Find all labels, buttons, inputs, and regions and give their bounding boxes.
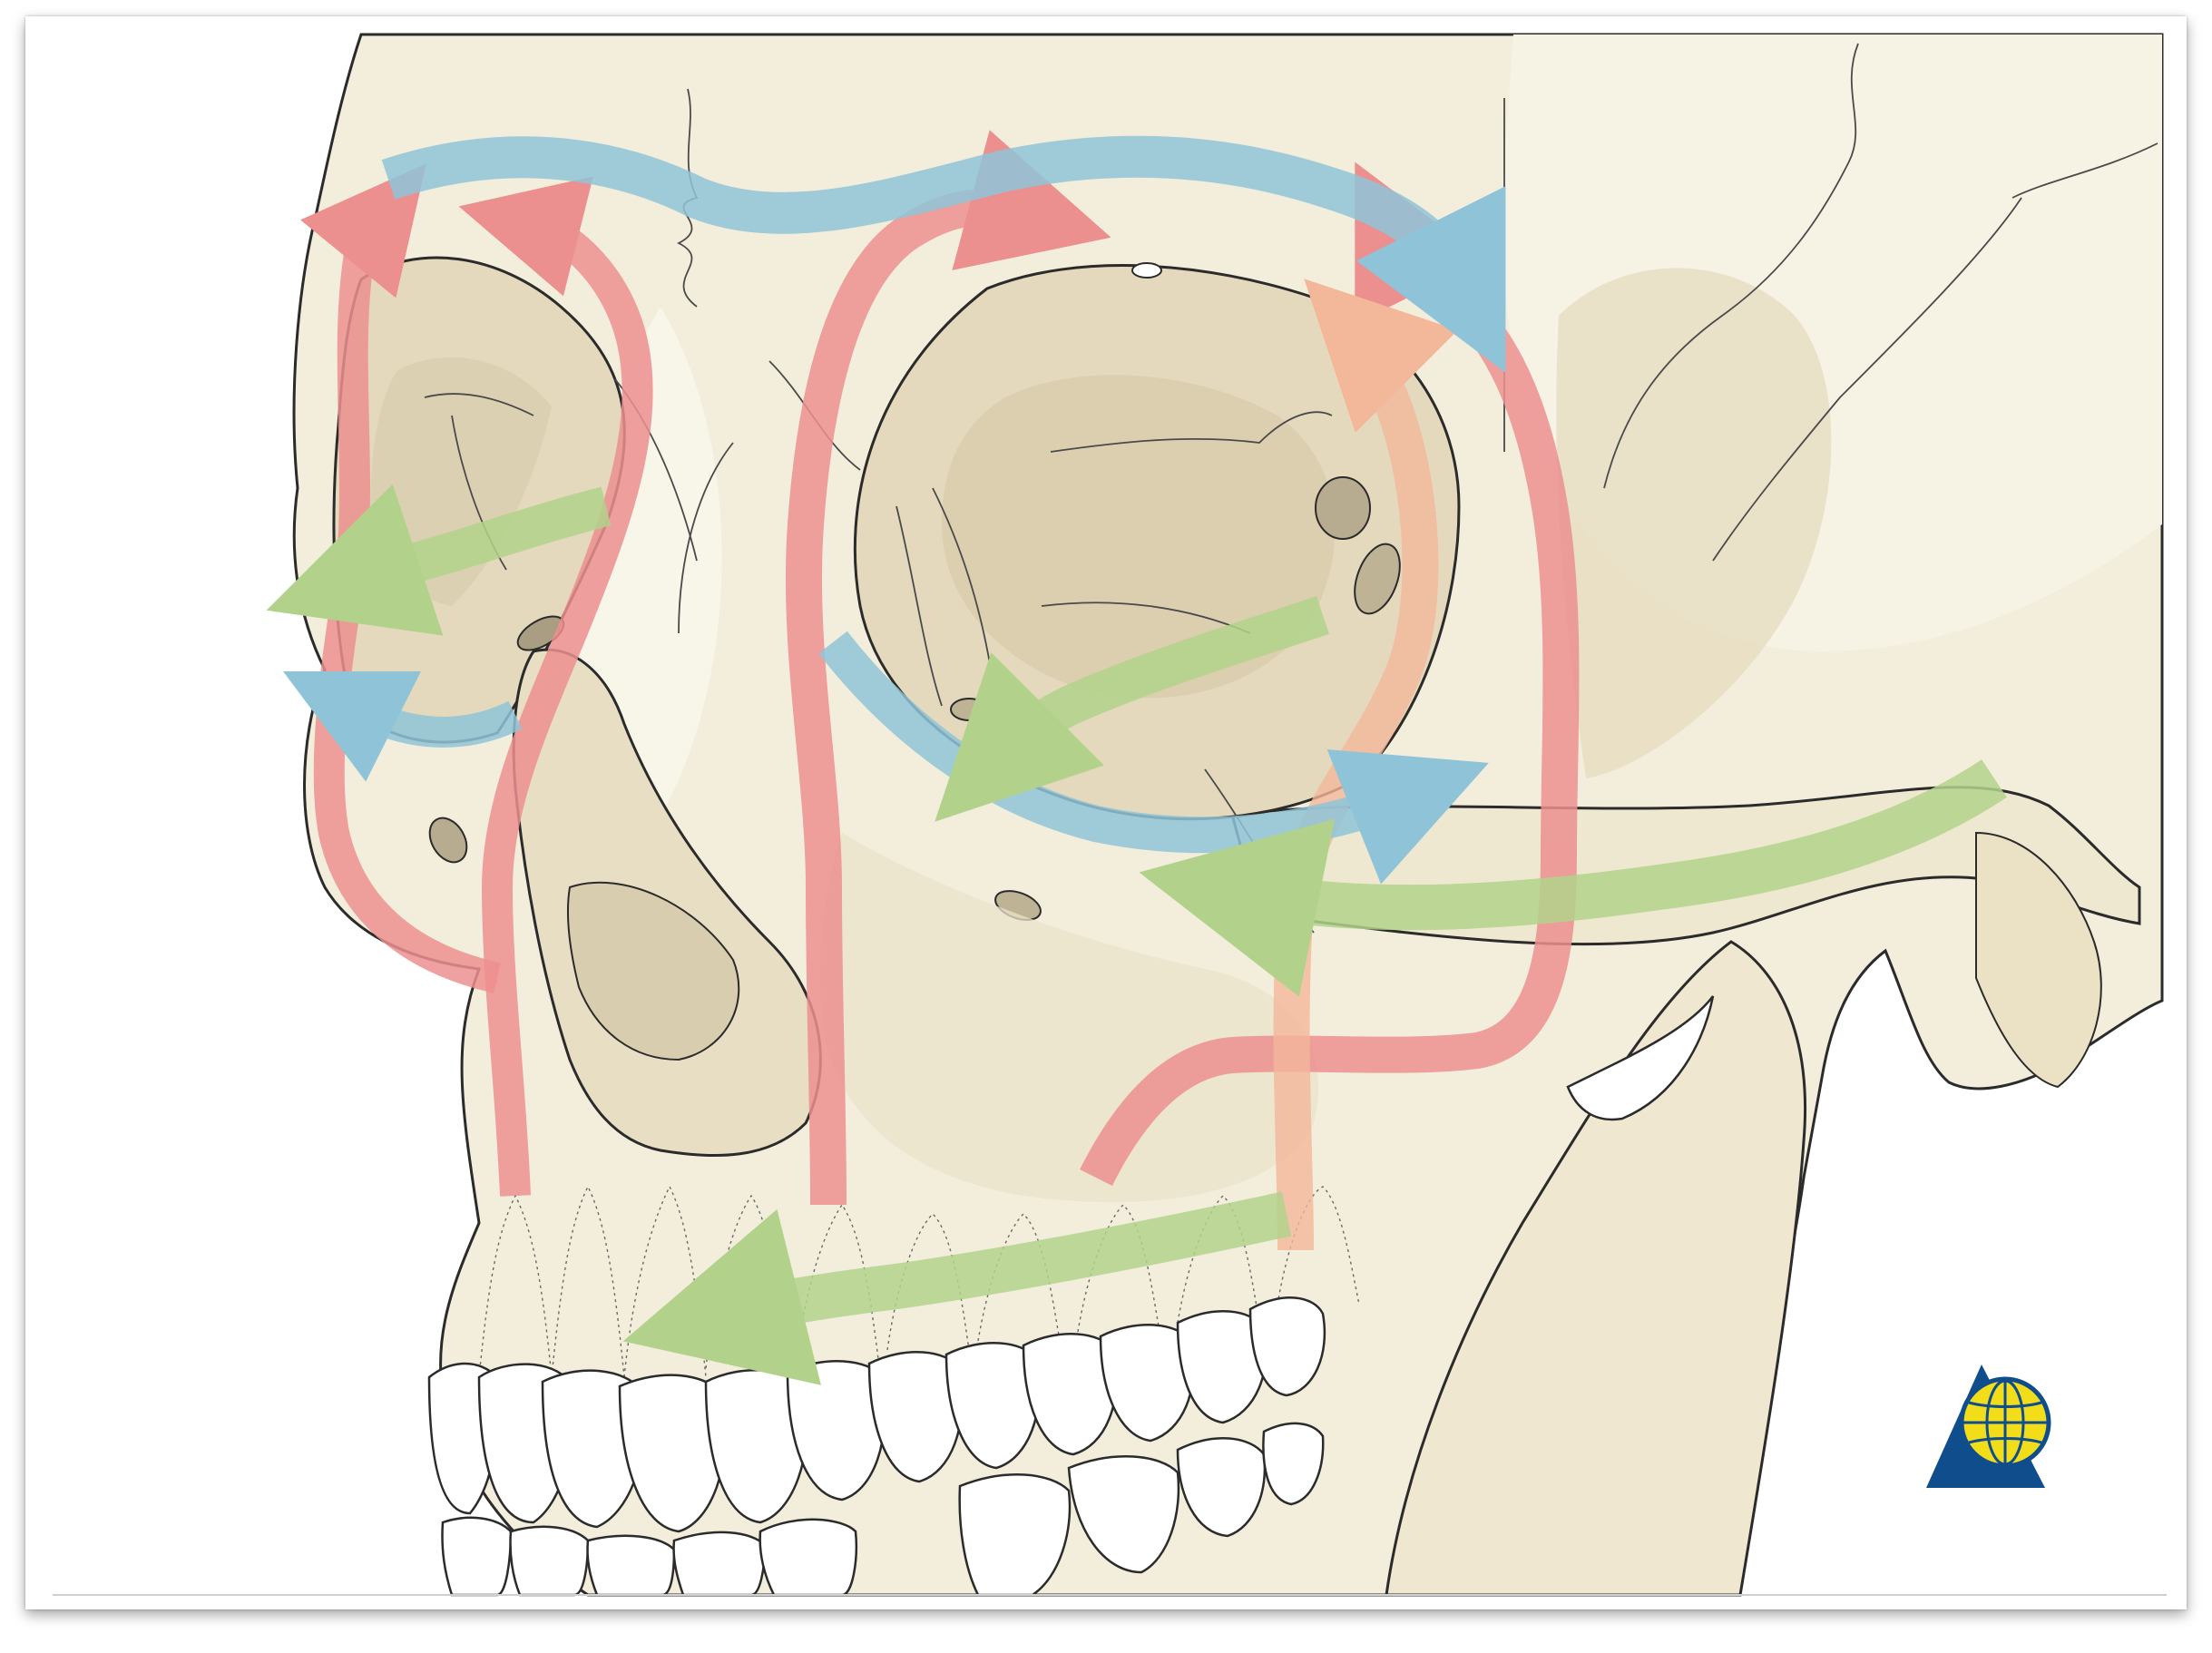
supraorbital-notch (1132, 263, 1161, 278)
optic-foramen (1316, 477, 1370, 539)
figure-frame (25, 16, 2187, 1609)
orbital-foramen-small (951, 699, 987, 720)
publisher-logo (1926, 1364, 2049, 1488)
skull-illustration (25, 16, 2187, 1609)
